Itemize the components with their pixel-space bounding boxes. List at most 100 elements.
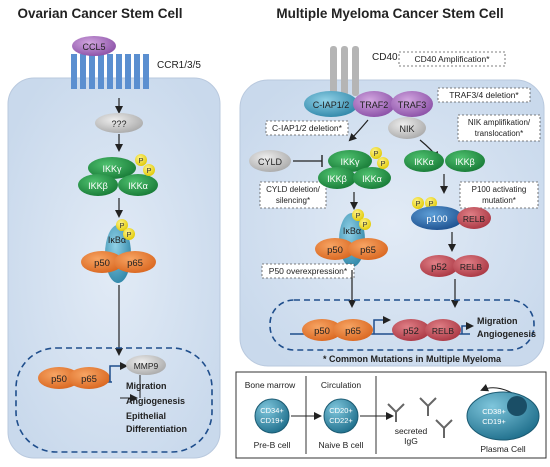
igg-label: IgG <box>404 436 418 446</box>
p100-mut-label-2: mutation* <box>482 196 516 205</box>
mmp9-label: MMP9 <box>134 361 159 371</box>
p65-nucleus-right-label: p65 <box>345 326 361 337</box>
p65-nucleus-left <box>68 367 110 389</box>
phospho-ikba-right-2 <box>359 218 371 230</box>
cd40-label: CD40 <box>372 52 398 63</box>
ikba-right-label: IκBα <box>343 226 361 236</box>
antibody-icons <box>387 397 453 438</box>
p52-node <box>420 255 458 277</box>
phospho-ikba-right-2-label: P <box>362 220 367 229</box>
ikk-beta-nc <box>445 150 485 172</box>
transcription-arrow-right-2 <box>461 322 474 334</box>
plasma-label: Plasma Cell <box>480 444 525 454</box>
p50-left-label: p50 <box>94 258 110 269</box>
ikk-alpha-right <box>353 167 391 189</box>
naive-b-marker-1: CD20+ <box>329 406 353 415</box>
transcription-arrow-right-1 <box>373 316 391 334</box>
phospho-ikba-right-1-label: P <box>355 211 360 220</box>
phospho-right-2 <box>377 157 389 169</box>
p65-nucleus-right <box>333 319 373 341</box>
p65-left-label: p65 <box>127 258 143 269</box>
cyld-node <box>249 150 291 172</box>
ccr-label: CCR1/3/5 <box>157 60 201 71</box>
p50-over-box <box>261 263 355 279</box>
pre-b-marker-1: CD34+ <box>260 406 284 415</box>
plasma-nucleus <box>507 396 527 416</box>
cd40-receptor <box>330 46 359 96</box>
phospho-p100-2 <box>425 197 437 209</box>
p50-nucleus-left-label: p50 <box>51 374 67 385</box>
plasma-cell <box>466 391 540 441</box>
naive-b-marker-2: CD22+ <box>329 416 353 425</box>
circulation-label: Circulation <box>321 380 361 390</box>
unknown-node <box>95 113 143 133</box>
pre-b-marker-2: CD19+ <box>260 416 284 425</box>
p52-nucleus <box>392 319 430 341</box>
ikk-beta-right-label: IKKβ <box>327 174 347 184</box>
ikk-alpha-nc-1 <box>404 150 444 172</box>
left-outcome-4: Differentiation <box>126 424 187 434</box>
right-outcome-1: Migration <box>477 316 518 326</box>
plasma-marker-1: CD38+ <box>482 407 506 416</box>
phospho-left-1-label: P <box>138 156 143 165</box>
p65-nucleus-left-label: p65 <box>81 374 97 385</box>
relb-nucleus-label: RELB <box>432 326 455 336</box>
p100-mut-label-1: P100 activating <box>472 185 527 194</box>
traf-del-box <box>437 87 531 103</box>
traf3-node <box>391 91 433 117</box>
pre-b-cell <box>254 398 290 434</box>
relb-node-2 <box>453 255 489 277</box>
cd40-amp-label: CD40 Amplification* <box>414 54 490 64</box>
phospho-p100-1-label: P <box>415 199 420 208</box>
right-outcome-2: Angiogenesis <box>477 329 536 339</box>
ikk-alpha-left-label: IKKα <box>128 181 148 191</box>
p50-nucleus-right-label: p50 <box>314 326 330 337</box>
phospho-ikba-right-1 <box>352 209 364 221</box>
nik-amp-box <box>457 114 541 142</box>
nik-node <box>388 117 426 139</box>
ikk-beta-right <box>318 167 356 189</box>
cyld-del-label-1: CYLD deletion/ <box>266 185 321 194</box>
phospho-left-2-label: P <box>146 166 151 175</box>
nucleus-right <box>269 299 535 351</box>
p100-node <box>411 206 463 230</box>
cyld-del-label-2: silencing* <box>276 196 310 205</box>
ikk-gamma-right-label: IKKγ <box>340 157 360 167</box>
left-title: Ovarian Cancer Stem Cell <box>17 6 182 21</box>
ikk-beta-nc-label: IKKβ <box>455 157 475 167</box>
relb-label-1: RELB <box>463 214 486 224</box>
ciap-label: C-IAP1/2 <box>313 100 350 110</box>
traf2-node <box>353 91 395 117</box>
pre-b-label: Pre-B cell <box>254 440 291 450</box>
traf-del-label: TRAF3/4 deletion* <box>449 90 519 100</box>
left-outcome-3: Epithelial <box>126 411 166 421</box>
ciap-del-label: C-IAP1/2 deletion* <box>272 123 343 133</box>
nik-amp-label-2: translocation* <box>475 129 523 138</box>
unknown-label: ??? <box>111 119 126 129</box>
ciap-del-box <box>265 120 349 136</box>
ikk-gamma-left <box>88 157 136 179</box>
traf2-label: TRAF2 <box>360 100 389 110</box>
p50-nucleus-right <box>302 319 342 341</box>
p65-left <box>114 251 156 273</box>
arrow-traf-canonical <box>348 119 369 142</box>
p50-nucleus-left <box>38 367 80 389</box>
p50-right-label: p50 <box>327 245 343 256</box>
naive-b-cell <box>323 398 359 434</box>
ikk-alpha-nc-1-label: IKKα <box>414 157 434 167</box>
plasma-marker-2: CD19+ <box>482 417 506 426</box>
right-title: Multiple Myeloma Cancer Stem Cell <box>276 6 503 21</box>
phospho-left-2 <box>143 164 155 176</box>
nucleus-left <box>15 347 213 453</box>
nik-label: NIK <box>399 124 414 134</box>
p65-right-label: p65 <box>360 245 376 256</box>
phospho-ikba-left-1 <box>116 219 128 231</box>
traf3-label: TRAF3 <box>398 100 427 110</box>
cyld-del-box <box>259 181 327 209</box>
mmp9-node <box>126 355 166 375</box>
p65-right <box>348 238 388 260</box>
phospho-right-1 <box>370 147 382 159</box>
ikk-beta-left <box>78 174 118 196</box>
phospho-right-1-label: P <box>373 149 378 158</box>
